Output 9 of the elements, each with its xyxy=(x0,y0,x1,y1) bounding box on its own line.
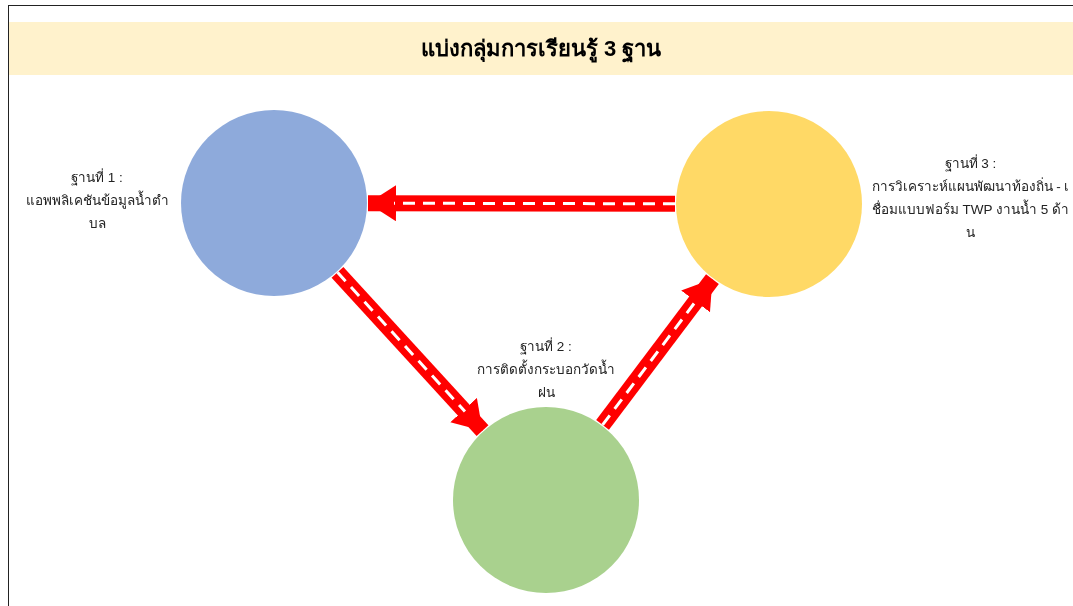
station-heading: ฐานที่ 2 : xyxy=(519,336,573,357)
station-description: แอพพลิเคชันข้อมูลน้ำตำบล xyxy=(22,189,172,235)
title: แบ่งกลุ่มการเรียนรู้ 3 ฐาน xyxy=(420,35,662,65)
station-description: การติดตั้งกระบอกวัดน้ำฝน xyxy=(476,358,616,404)
station-heading: ฐานที่ 1 : xyxy=(70,167,124,188)
station-heading: ฐานที่ 3 : xyxy=(943,153,998,174)
arrow xyxy=(367,185,676,222)
station-description: การวิเคราะห์แผนพัฒนาท้องถิ่น - เชื่อมแบบฟอร์ม TWP งานน้ำ 5 ด้าน xyxy=(870,176,1071,242)
arrow xyxy=(331,266,489,437)
